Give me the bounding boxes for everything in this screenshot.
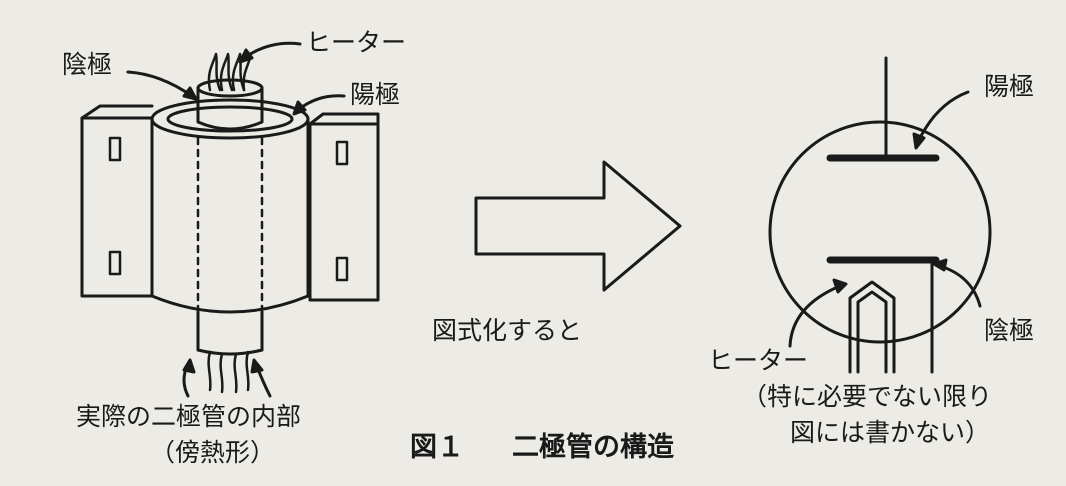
schematic-arrow [474, 160, 682, 292]
right-plate [308, 112, 380, 302]
leader-heater-left-head [238, 48, 254, 64]
label-anode-right: 陽極 [984, 72, 1035, 101]
leader-cathode-right-head [932, 258, 948, 272]
label-anode-left: 陽極 [350, 80, 401, 109]
caption-physical-line2: （傍熱形） [150, 438, 276, 467]
cathode-stem [196, 310, 264, 356]
label-heater-left: ヒーター [306, 28, 407, 57]
heater-leads-bottom [207, 350, 250, 394]
anode-cylinder [150, 98, 310, 314]
leader-bottom-left-head [182, 358, 196, 374]
left-plate [80, 104, 154, 298]
leader-heater-left [242, 41, 302, 60]
label-heater-right: ヒーター [708, 346, 809, 375]
label-cathode-right: 陰極 [984, 316, 1035, 345]
leader-cathode-left [126, 70, 194, 98]
leader-cathode-right [938, 264, 982, 308]
caption-physical-line1: 実際の二極管の内部 [76, 402, 302, 431]
leader-anode-right-head [912, 132, 926, 150]
label-arrow: 図式化すると [432, 316, 583, 345]
leader-heater-right [788, 284, 842, 348]
plate-slots [108, 136, 349, 282]
leader-bottom-right-head [250, 358, 264, 374]
leader-heater-right-head [832, 278, 848, 294]
leader-anode-right [916, 90, 970, 144]
label-cathode-left: 陰極 [62, 50, 113, 79]
note-line2: 図には書かない） [790, 418, 991, 447]
note-line1: （特に必要でない限り [742, 382, 993, 411]
tube-envelope [768, 120, 992, 344]
heater-symbol [848, 280, 896, 374]
leader-anode-left-head [292, 100, 307, 116]
leader-cathode-left-head [182, 86, 198, 101]
cathode-hidden-lines [196, 136, 264, 314]
figure-title: 二極管の構造 [512, 432, 674, 463]
figure-number: 図１ [410, 432, 464, 463]
